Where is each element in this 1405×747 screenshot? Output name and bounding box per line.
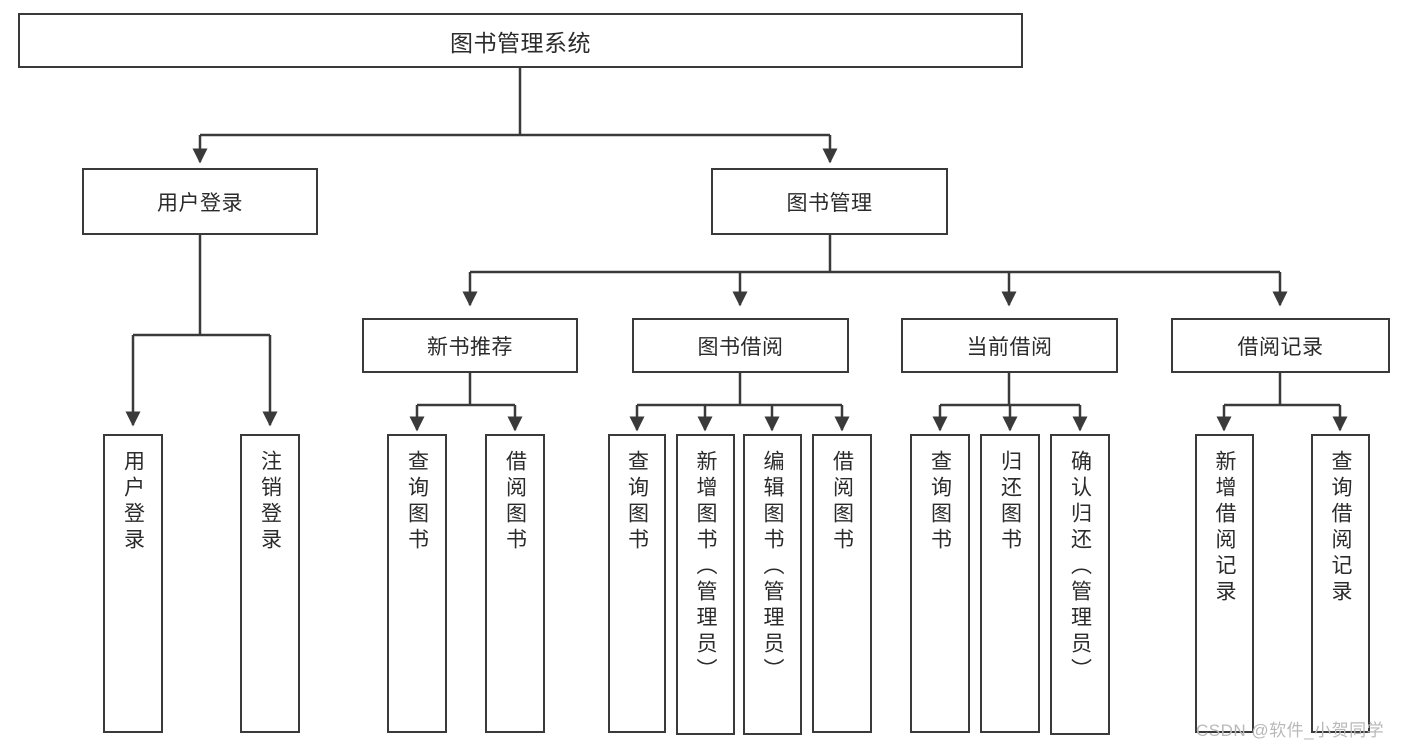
node-user-login[interactable]: 用户登录 [82, 168, 318, 235]
leaf-new-book-query[interactable]: 查询图书 [387, 434, 447, 733]
leaf-current-borrow-return[interactable]: 归还图书 [980, 434, 1040, 733]
leaf-current-borrow-query[interactable]: 查询图书 [910, 434, 970, 733]
leaf-current-borrow-query-label: 查询图书 [928, 450, 952, 554]
leaf-user-login-login[interactable]: 用户登录 [103, 434, 163, 733]
leaf-book-borrow-lend[interactable]: 借阅图书 [812, 434, 872, 733]
node-book-management-label: 图书管理 [786, 191, 873, 215]
leaf-borrow-record-query[interactable]: 查询借阅记录 [1311, 434, 1370, 733]
leaf-book-borrow-query[interactable]: 查询图书 [608, 434, 666, 733]
node-new-book-recommend-label: 新书推荐 [427, 335, 513, 359]
node-borrow-record[interactable]: 借阅记录 [1171, 318, 1390, 373]
node-root[interactable]: 图书管理系统 [18, 13, 1023, 68]
leaf-book-borrow-edit[interactable]: 编辑图书（管理员） [743, 434, 802, 735]
leaf-book-borrow-edit-label: 编辑图书（管理员） [761, 450, 784, 684]
leaf-new-book-query-label: 查询图书 [405, 450, 429, 554]
leaf-user-login-login-label: 用户登录 [121, 450, 145, 554]
leaf-book-borrow-add-label: 新增图书（管理员） [694, 450, 717, 684]
leaf-current-borrow-return-label: 归还图书 [998, 450, 1022, 554]
leaf-user-login-logout-label: 注销登录 [258, 450, 282, 554]
node-new-book-recommend[interactable]: 新书推荐 [362, 318, 578, 373]
leaf-book-borrow-lend-label: 借阅图书 [830, 450, 854, 554]
node-borrow-record-label: 借阅记录 [1237, 335, 1324, 359]
leaf-book-borrow-query-label: 查询图书 [625, 450, 649, 554]
node-current-borrow-label: 当前借阅 [966, 335, 1053, 359]
leaf-book-borrow-add[interactable]: 新增图书（管理员） [676, 434, 735, 735]
leaf-borrow-record-query-label: 查询借阅记录 [1329, 450, 1352, 606]
node-root-label: 图书管理系统 [450, 29, 591, 56]
node-user-login-label: 用户登录 [157, 191, 243, 215]
csdn-watermark: CSDN @软件_小贺同学 [1196, 721, 1385, 740]
node-book-borrow[interactable]: 图书借阅 [632, 318, 849, 373]
node-book-borrow-label: 图书借阅 [697, 335, 784, 359]
leaf-current-borrow-confirm[interactable]: 确认归还（管理员） [1050, 434, 1110, 735]
leaf-borrow-record-add[interactable]: 新增借阅记录 [1195, 434, 1254, 733]
leaf-new-book-borrow-label: 借阅图书 [503, 450, 527, 554]
leaf-new-book-borrow[interactable]: 借阅图书 [485, 434, 545, 733]
node-book-management[interactable]: 图书管理 [711, 168, 948, 235]
node-current-borrow[interactable]: 当前借阅 [901, 318, 1118, 373]
leaf-borrow-record-add-label: 新增借阅记录 [1213, 450, 1236, 606]
leaf-current-borrow-confirm-label: 确认归还（管理员） [1068, 450, 1092, 684]
leaf-user-login-logout[interactable]: 注销登录 [240, 434, 300, 733]
